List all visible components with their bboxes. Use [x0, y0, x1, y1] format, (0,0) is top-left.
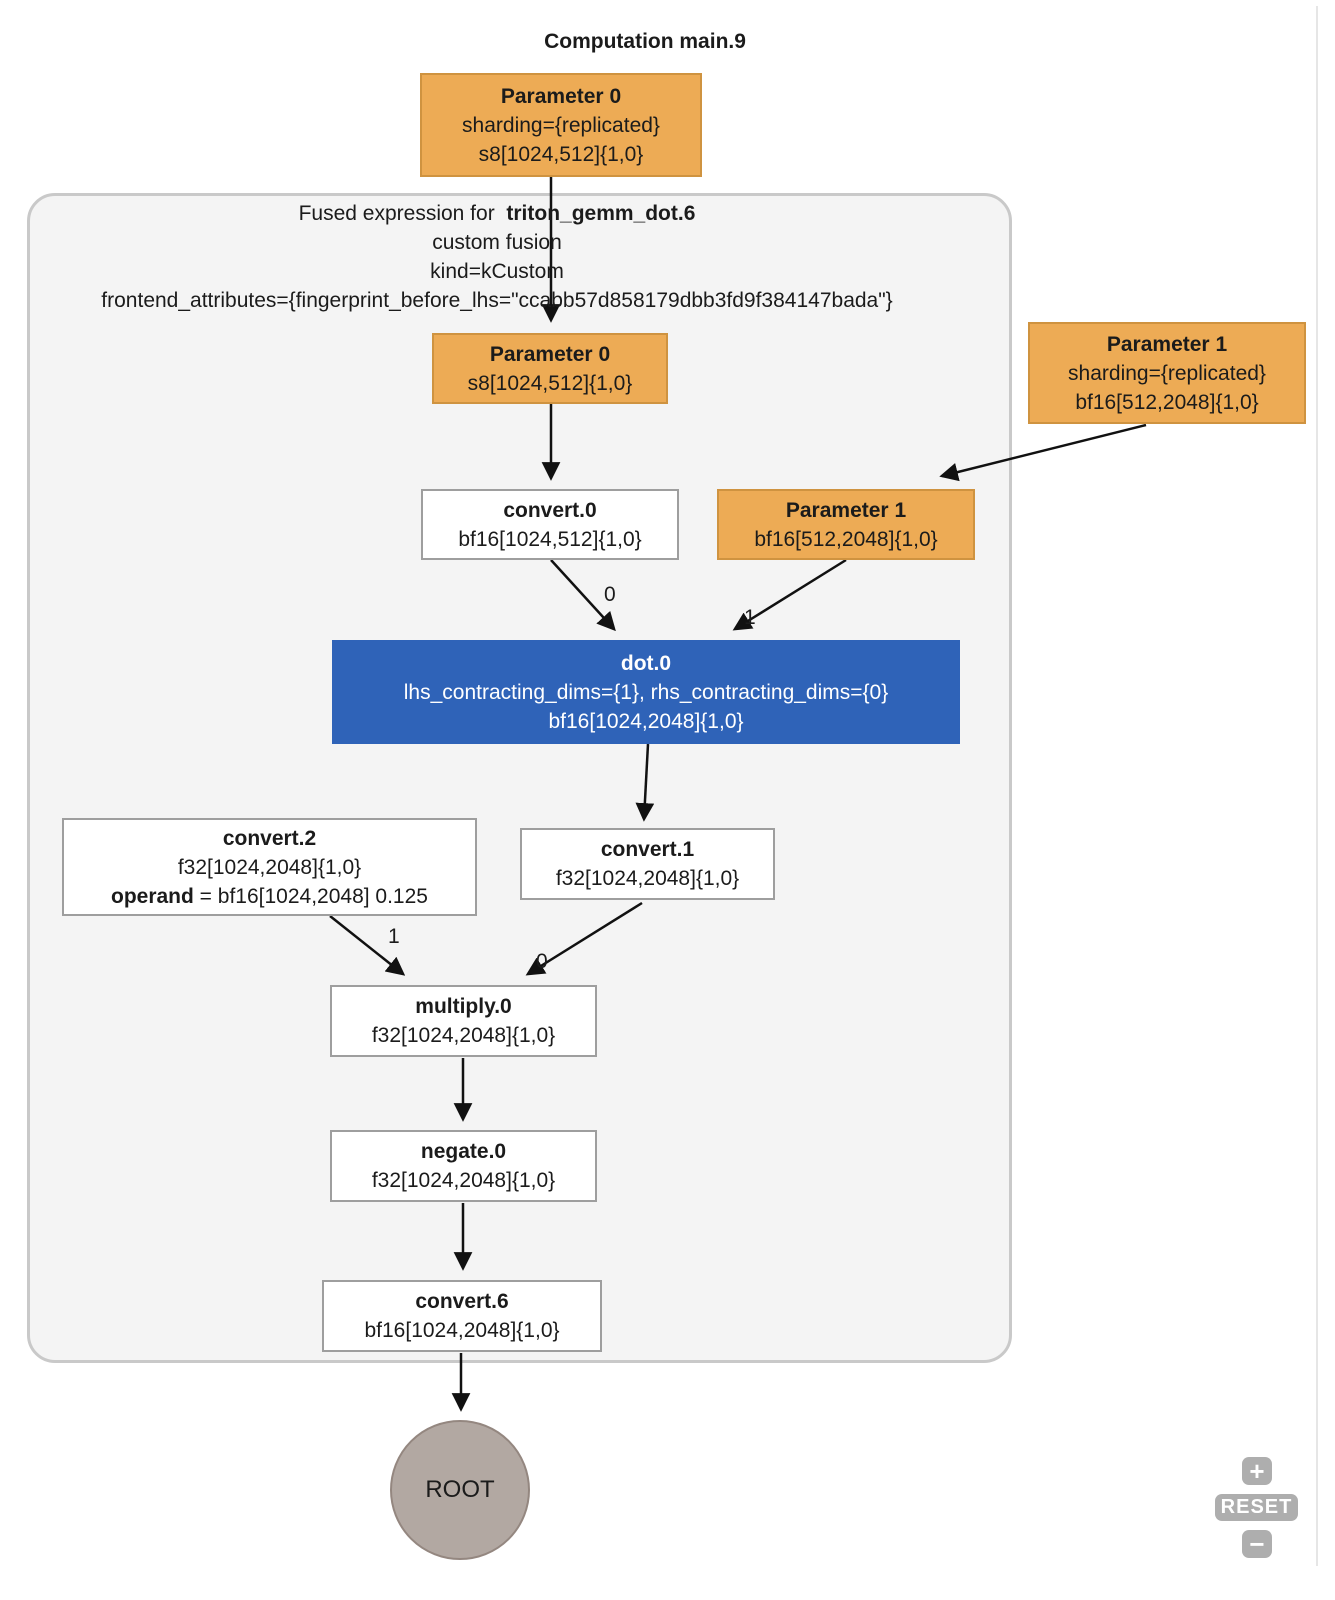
fusion-cluster-label: Fused expression for triton_gemm_dot.6 c…: [32, 199, 962, 315]
node-fused-parameter-0[interactable]: Parameter 0 s8[1024,512]{1,0}: [432, 333, 668, 404]
node-dot-0[interactable]: dot.0 lhs_contracting_dims={1}, rhs_cont…: [332, 640, 960, 744]
reset-view-button[interactable]: RESET: [1215, 1494, 1298, 1521]
edge-label-operand-index: 1: [388, 925, 400, 948]
zoom-in-button[interactable]: +: [1242, 1456, 1272, 1486]
node-title: Parameter 1: [785, 498, 907, 522]
scrollbar-track: [1316, 6, 1318, 1566]
node-fused-parameter-1[interactable]: Parameter 1 bf16[512,2048]{1,0}: [717, 489, 975, 560]
node-title: dot.0: [620, 651, 672, 675]
operand-line: operand = bf16[1024,2048] 0.125: [111, 884, 428, 908]
node-convert-2[interactable]: convert.2 f32[1024,2048]{1,0} operand = …: [62, 818, 477, 916]
node-title: Parameter 1: [1106, 332, 1228, 356]
node-convert-0[interactable]: convert.0 bf16[1024,512]{1,0}: [421, 489, 679, 560]
zoom-out-button[interactable]: −: [1242, 1529, 1272, 1559]
node-convert-1[interactable]: convert.1 f32[1024,2048]{1,0}: [520, 828, 775, 900]
node-convert-6[interactable]: convert.6 bf16[1024,2048]{1,0}: [322, 1280, 602, 1352]
node-title: Parameter 0: [489, 342, 611, 366]
node-title: convert.6: [415, 1290, 509, 1313]
edge-label-operand-index: 0: [604, 583, 616, 606]
node-title: convert.1: [600, 838, 695, 861]
node-title: negate.0: [420, 1140, 507, 1163]
node-parameter-1[interactable]: Parameter 1 sharding={replicated} bf16[5…: [1028, 322, 1306, 424]
node-title: Parameter 0: [500, 84, 622, 108]
node-multiply-0[interactable]: multiply.0 f32[1024,2048]{1,0}: [330, 985, 597, 1057]
node-title: convert.0: [503, 498, 597, 522]
edge-label-operand-index: 0: [536, 950, 548, 973]
node-title: convert.2: [222, 826, 317, 850]
edge-label-operand-index: 1: [744, 606, 756, 629]
node-negate-0[interactable]: negate.0 f32[1024,2048]{1,0}: [330, 1130, 597, 1202]
root-label: ROOT: [425, 1476, 495, 1503]
computation-title: Computation main.9: [544, 30, 746, 53]
node-parameter-0[interactable]: Parameter 0 sharding={replicated} s8[102…: [420, 73, 702, 177]
node-root[interactable]: ROOT: [390, 1420, 530, 1560]
node-title: multiply.0: [415, 995, 512, 1018]
fusion-title-line: Fused expression for triton_gemm_dot.6: [298, 202, 696, 225]
